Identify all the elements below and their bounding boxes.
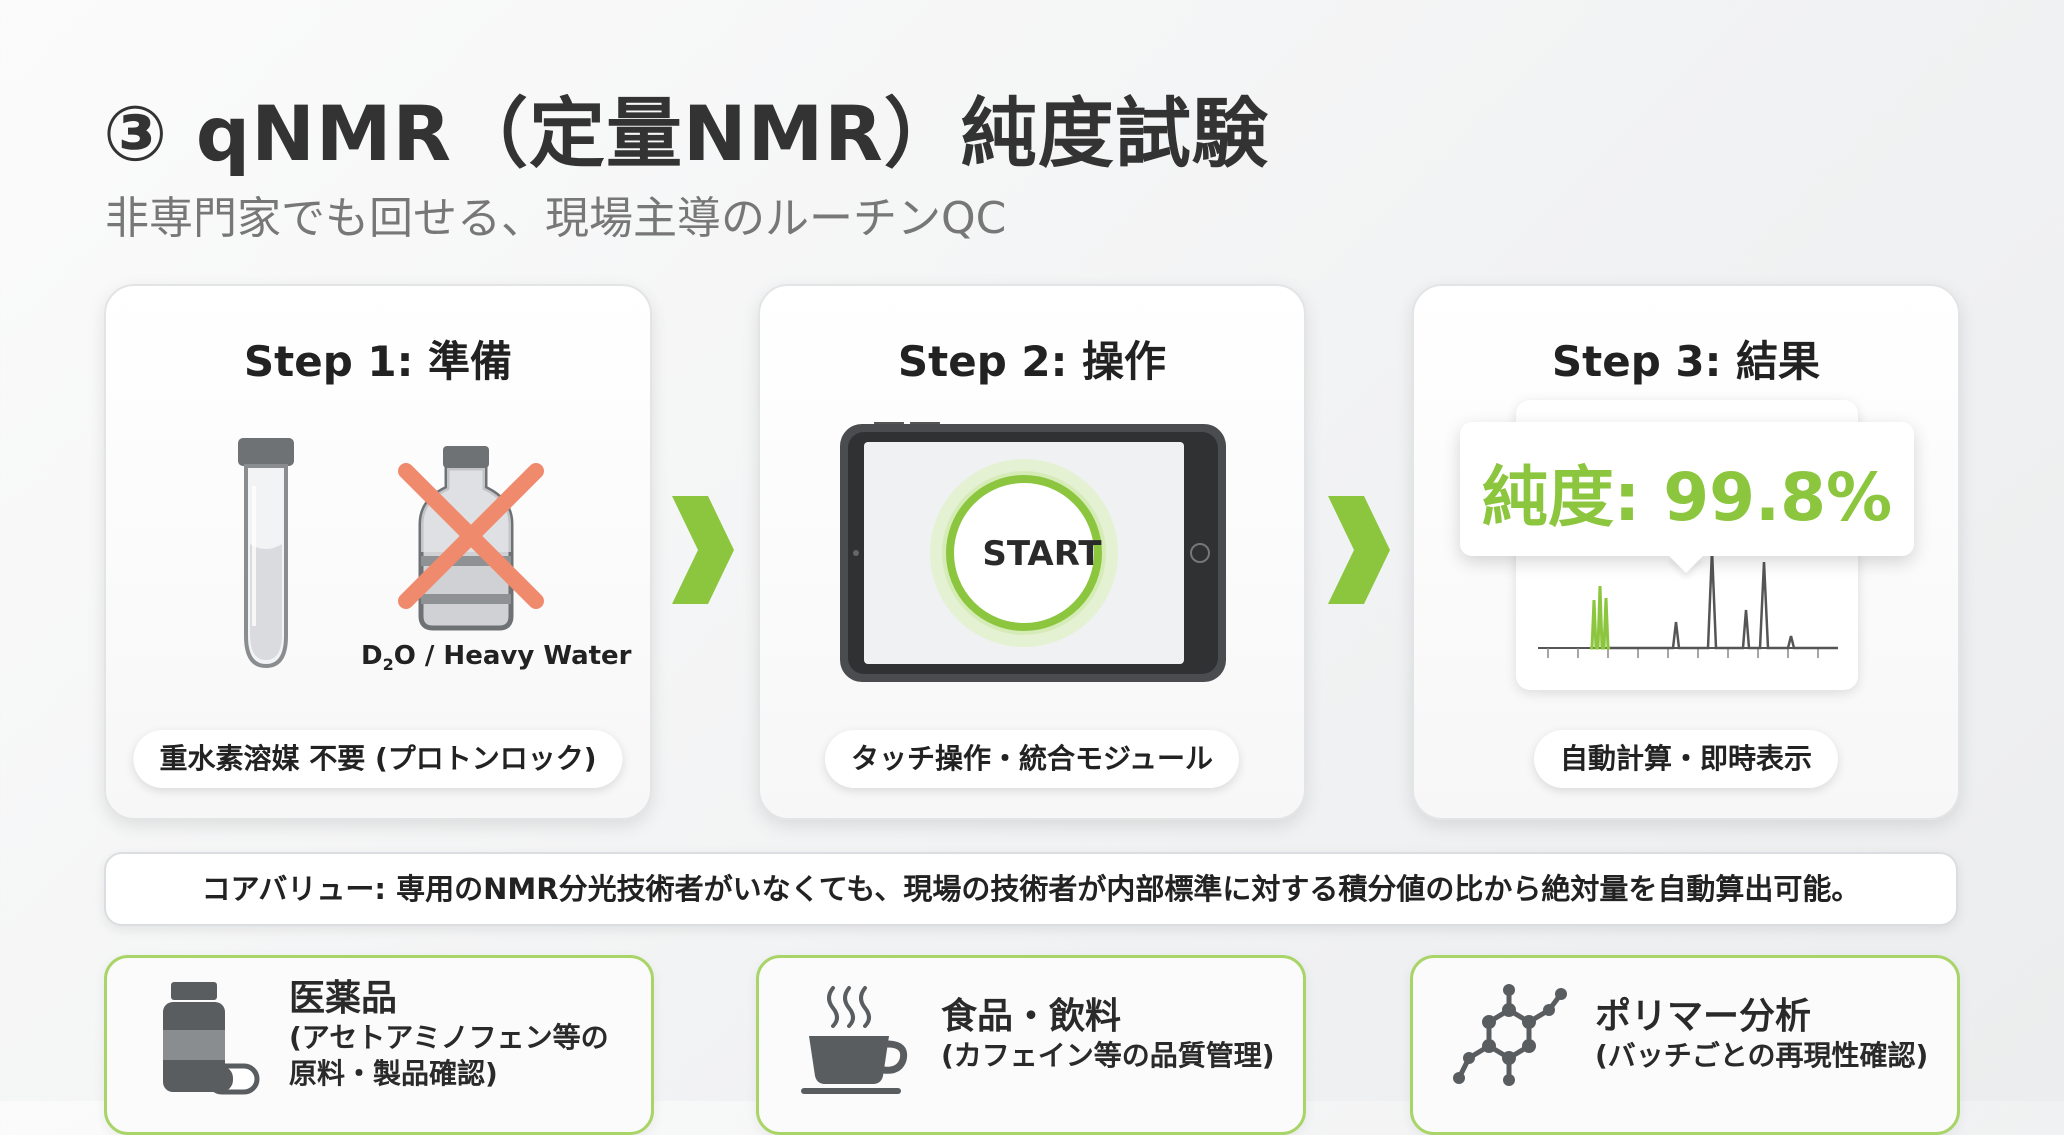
cross-icon bbox=[398, 463, 544, 609]
step-3-card: Step 3: 結果 純度: 99.8% 自動計算・即時表示 bbox=[1412, 284, 1960, 820]
application-card-pharma: 医薬品 (アセトアミノフェン等の 原料・製品確認) bbox=[104, 955, 654, 1135]
step-3-caption: 自動計算・即時表示 bbox=[1533, 730, 1839, 788]
tablet-icon bbox=[840, 422, 1226, 682]
heavy-water-label-rest: O / Heavy Water bbox=[393, 641, 632, 671]
application-name: 食品・飲料 bbox=[941, 996, 1122, 1037]
application-desc: (カフェイン等の品質管理) bbox=[941, 1039, 1275, 1072]
application-name: 医薬品 bbox=[289, 978, 398, 1019]
step-3-title: Step 3: 結果 bbox=[1551, 337, 1821, 386]
purity-popup: 純度: 99.8% bbox=[1460, 422, 1914, 573]
pill-bottle-icon bbox=[163, 982, 260, 1095]
heavy-water-label-sub: 2 bbox=[382, 655, 394, 675]
chevron-right-icon bbox=[672, 496, 734, 604]
chevron-right-icon bbox=[1328, 496, 1390, 604]
application-desc: 原料・製品確認) bbox=[289, 1057, 498, 1090]
start-button[interactable]: START bbox=[982, 534, 1102, 574]
step-1-title: Step 1: 準備 bbox=[243, 337, 513, 386]
test-tube-icon bbox=[238, 438, 294, 669]
heavy-water-label-d: D bbox=[361, 641, 383, 671]
step-2-title: Step 2: 操作 bbox=[897, 337, 1167, 386]
step-1-card: Step 1: 準備 D2O / Heavy Water 重水素溶媒 不要 (プ… bbox=[104, 284, 652, 820]
heavy-water-label: D2O / Heavy Water bbox=[361, 641, 632, 674]
page-subtitle: 非専門家でも回せる、現場主導のルーチンQC bbox=[105, 193, 1007, 244]
core-value-bar: コアバリュー: 専用のNMR分光技術者がいなくても、現場の技術者が内部標準に対す… bbox=[104, 852, 1958, 926]
step-2-caption: タッチ操作・統合モジュール bbox=[824, 730, 1240, 788]
application-desc: (アセトアミノフェン等の bbox=[289, 1021, 609, 1054]
step-1-caption: 重水素溶媒 不要 (プロトンロック) bbox=[133, 730, 623, 788]
application-desc: (バッチごとの再現性確認) bbox=[1595, 1039, 1929, 1072]
application-card-food: 食品・飲料 (カフェイン等の品質管理) bbox=[756, 955, 1306, 1135]
coffee-cup-icon bbox=[801, 986, 908, 1094]
step-2-card: Step 2: 操作 START タッチ操作・統合モジュール bbox=[758, 284, 1306, 820]
page-title: ③ qNMR（定量NMR）純度試験 bbox=[103, 89, 1269, 178]
application-name: ポリマー分析 bbox=[1595, 996, 1812, 1037]
molecule-icon bbox=[1453, 984, 1567, 1086]
application-card-polymer: ポリマー分析 (バッチごとの再現性確認) bbox=[1410, 955, 1960, 1135]
purity-value: 純度: 99.8% bbox=[1481, 459, 1893, 536]
spectrum-icon bbox=[1538, 549, 1838, 658]
